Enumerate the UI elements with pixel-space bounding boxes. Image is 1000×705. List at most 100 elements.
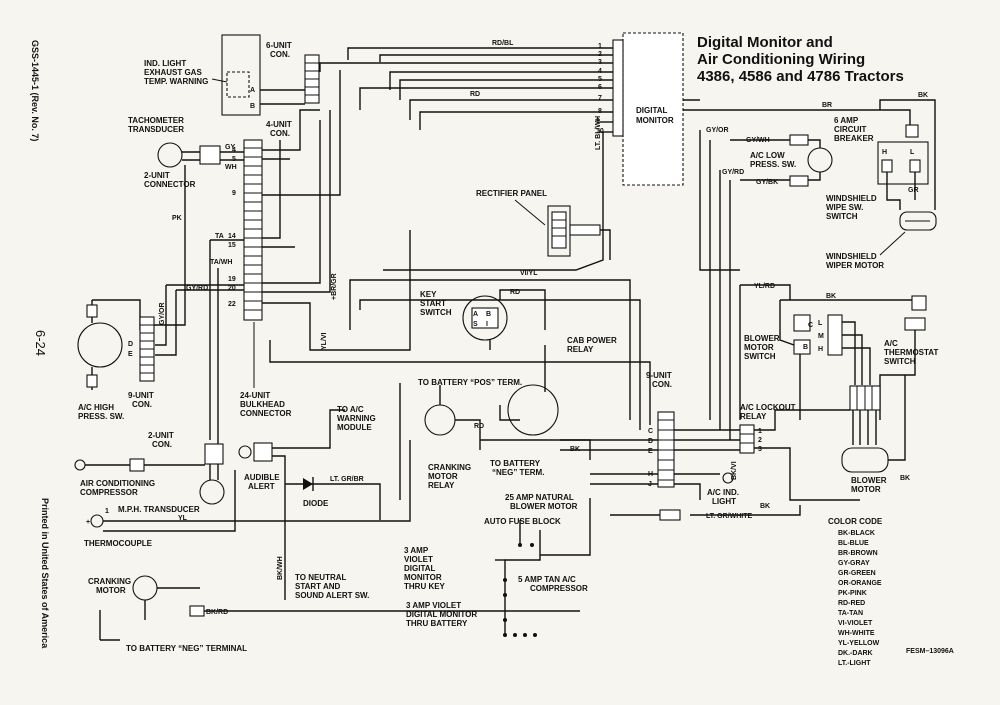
- svg-text:CIRCUIT: CIRCUIT: [834, 125, 867, 134]
- svg-text:S: S: [473, 321, 478, 328]
- diagram-title: Digital Monitor and Air Conditioning Wir…: [697, 34, 904, 85]
- wire-label-ta: TA: [215, 233, 224, 240]
- svg-text:WIPER MOTOR: WIPER MOTOR: [826, 261, 884, 270]
- diode: DIODE: [303, 477, 329, 508]
- wire-label-br: BR: [822, 102, 832, 109]
- ac-ind-light: A/C IND. LIGHT: [707, 472, 739, 506]
- svg-text:1: 1: [598, 43, 602, 50]
- svg-text:SWITCH: SWITCH: [744, 352, 776, 361]
- svg-text:WH-WHITE: WH-WHITE: [838, 630, 875, 637]
- svg-text:“NEG” TERM.: “NEG” TERM.: [492, 468, 544, 477]
- svg-text:2-UNIT: 2-UNIT: [148, 431, 174, 440]
- svg-text:ALERT: ALERT: [248, 482, 275, 491]
- svg-text:CON.: CON.: [132, 400, 152, 409]
- svg-text:SWITCH: SWITCH: [884, 357, 916, 366]
- svg-text:TACHOMETER: TACHOMETER: [128, 116, 184, 125]
- svg-text:L: L: [818, 320, 823, 327]
- svg-text:COMPRESSOR: COMPRESSOR: [530, 584, 588, 593]
- svg-text:5 AMP TAN A/C: 5 AMP TAN A/C: [518, 575, 576, 584]
- auto-fuse-block: 25 AMP NATURAL BLOWER MOTOR AUTO FUSE BL…: [404, 493, 591, 637]
- svg-text:CAB POWER: CAB POWER: [567, 336, 617, 345]
- wire-label-gy-or: GY/OR: [706, 127, 729, 134]
- svg-text:E: E: [648, 448, 653, 455]
- wire-label-bk-wh: BK/WH: [277, 556, 284, 580]
- cranking-motor: CRANKING MOTOR BK/RD TO BATTERY “NEG” TE…: [88, 575, 580, 653]
- svg-text:A: A: [250, 87, 255, 94]
- svg-text:START: START: [420, 299, 446, 308]
- svg-text:CONNECTOR: CONNECTOR: [240, 409, 292, 418]
- svg-text:3 AMP: 3 AMP: [404, 546, 429, 555]
- svg-text:D: D: [128, 341, 133, 348]
- svg-text:A/C HIGH: A/C HIGH: [78, 403, 114, 412]
- rectifier-panel: RECTIFIER PANEL: [476, 189, 611, 260]
- svg-text:9: 9: [232, 190, 236, 197]
- wire-label-pk: PK: [172, 215, 182, 222]
- ac-high-press-switch: A/C HIGH PRESS. SW. D E: [77, 299, 141, 421]
- left-harness-wires: [150, 165, 244, 445]
- svg-text:THERMOCOUPLE: THERMOCOUPLE: [84, 539, 153, 548]
- svg-text:WINDSHIELD: WINDSHIELD: [826, 194, 877, 203]
- title-line-1: Digital Monitor and: [697, 34, 833, 51]
- svg-text:THERMOSTAT: THERMOSTAT: [884, 348, 938, 357]
- svg-text:GY: GY: [225, 144, 235, 151]
- svg-text:PRESS. SW.: PRESS. SW.: [750, 160, 796, 169]
- svg-text:MONITOR: MONITOR: [636, 116, 674, 125]
- wire-label-yl-vi: YL/VI: [321, 332, 328, 350]
- svg-text:CONNECTOR: CONNECTOR: [144, 180, 196, 189]
- wire-label-ta-wh: TA/WH: [210, 259, 232, 266]
- svg-text:MOTOR: MOTOR: [428, 472, 458, 481]
- ac-low-press-switch: A/C LOW PRESS. SW.: [730, 134, 833, 187]
- svg-text:TRANSDUCER: TRANSDUCER: [128, 125, 184, 134]
- monitor-wires: [319, 47, 613, 271]
- svg-text:WH: WH: [225, 164, 237, 171]
- wire-label-gy-rd-b: GY/RD: [186, 285, 208, 292]
- svg-text:9-UNIT: 9-UNIT: [128, 391, 154, 400]
- ac-thermostat-switch: A/C THERMOSTAT SWITCH: [879, 295, 938, 420]
- svg-text:6 AMP: 6 AMP: [834, 116, 859, 125]
- svg-text:GY-GRAY: GY-GRAY: [838, 560, 870, 567]
- to-neutral-label: TO NEUTRAL: [295, 573, 347, 582]
- svg-text:3: 3: [758, 446, 762, 453]
- svg-text:AIR CONDITIONING: AIR CONDITIONING: [80, 479, 155, 488]
- svg-text:BK/RD: BK/RD: [206, 609, 228, 616]
- svg-text:RELAY: RELAY: [428, 481, 455, 490]
- svg-text:THRU BATTERY: THRU BATTERY: [406, 619, 468, 628]
- svg-text:MOTOR: MOTOR: [744, 343, 774, 352]
- svg-text:VIOLET: VIOLET: [404, 555, 433, 564]
- bulkhead-connector-24: 4 5 9 14 15 19 20 22 24-UNIT BULKHEAD CO…: [228, 139, 292, 418]
- svg-text:LT. GR/WHITE: LT. GR/WHITE: [706, 513, 752, 520]
- svg-text:I: I: [486, 321, 488, 328]
- svg-text:LT.-LIGHT: LT.-LIGHT: [838, 660, 871, 667]
- svg-text:25 AMP NATURAL: 25 AMP NATURAL: [505, 493, 574, 502]
- svg-text:THRU KEY: THRU KEY: [404, 582, 446, 591]
- wire-label-lt-bl-wh: LT. BL/WH: [595, 116, 602, 150]
- wire-label-bk-4: BK: [900, 475, 910, 482]
- svg-text:MOTOR: MOTOR: [851, 485, 881, 494]
- svg-text:TO BATTERY “NEG” TERMINAL: TO BATTERY “NEG” TERMINAL: [126, 644, 247, 653]
- svg-text:CON.: CON.: [152, 440, 172, 449]
- printed-note: Printed in United States of America: [40, 498, 50, 649]
- svg-text:TA-TAN: TA-TAN: [838, 610, 863, 617]
- svg-text:4: 4: [232, 147, 236, 154]
- nine-unit-connector-right: C D E H J 9-UNIT CON.: [560, 371, 740, 500]
- wire-label-rd: RD: [470, 91, 480, 98]
- svg-text:24-UNIT: 24-UNIT: [240, 391, 270, 400]
- document-id: GSS-1445-1 (Rev. No. 7): [30, 40, 40, 141]
- svg-text:CRANKING: CRANKING: [428, 463, 471, 472]
- wire-label-rd-3: RD: [474, 423, 484, 430]
- wire-label-gy-or-b: GY/OR: [159, 302, 166, 325]
- svg-text:AUDIBLE: AUDIBLE: [244, 473, 280, 482]
- svg-text:WINDSHIELD: WINDSHIELD: [826, 252, 877, 261]
- svg-text:A/C LOW: A/C LOW: [750, 151, 785, 160]
- svg-text:H: H: [882, 149, 887, 156]
- svg-text:10: 10: [596, 128, 604, 135]
- digital-monitor: DIGITAL MONITOR: [612, 32, 684, 186]
- svg-text:RD-RED: RD-RED: [838, 600, 865, 607]
- svg-text:A/C: A/C: [884, 339, 898, 348]
- svg-text:DIGITAL: DIGITAL: [636, 106, 668, 115]
- svg-text:COMPRESSOR: COMPRESSOR: [80, 488, 138, 497]
- svg-text:IND. LIGHT: IND. LIGHT: [144, 59, 186, 68]
- svg-text:CRANKING: CRANKING: [88, 577, 131, 586]
- bulkhead-wires: [262, 70, 651, 430]
